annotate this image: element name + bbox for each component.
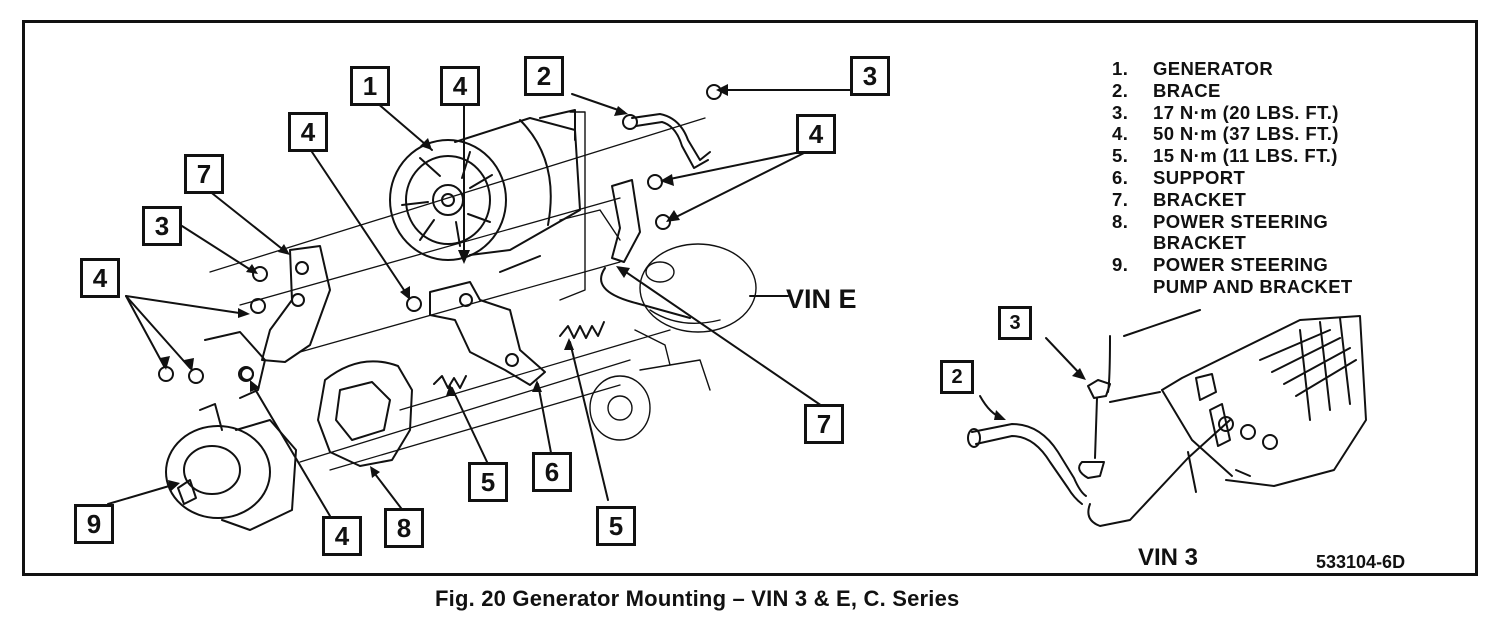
engine-outline-drawing [559,111,757,441]
legend-text: 17 N·m (20 LBS. FT.) [1153,101,1339,123]
legend-text: SUPPORT [1153,166,1246,188]
legend-text: BRACE [1153,79,1221,101]
legend-number: 9. [1112,254,1129,276]
callout-torque-17-left: 3 [142,206,182,246]
legend-number: 7. [1112,188,1129,210]
fasteners-drawing [158,84,722,389]
alignment-lines [209,117,706,471]
callout-torque-50-right: 4 [796,114,836,154]
figure-caption: Fig. 20 Generator Mounting – VIN 3 & E, … [435,586,960,611]
part-number: 533104-6D [1316,552,1406,572]
legend-row: 2. BRACE [1112,80,1353,102]
legend-row: 4. 50 N·m (37 LBS. FT.) [1112,123,1353,145]
parts-legend: 1. GENERATOR 2. BRACE 3. 17 N·m (20 LBS. FT.)… [1112,58,1353,298]
legend-row: PUMP AND BRACKET [1112,276,1353,298]
legend-number: 4. [1112,123,1129,145]
callout-generator: 1 [350,66,390,106]
legend-number: 5. [1112,145,1129,167]
legend-number [1112,276,1153,298]
legend-text: POWER STEERING [1153,210,1329,232]
bracket-left-drawing [261,245,331,363]
inset-arrowheads [994,368,1086,420]
legend-number [1112,232,1153,254]
support-bracket-drawing [429,281,546,386]
legend-text: PUMP AND BRACKET [1153,275,1353,297]
callout-torque-50-top: 4 [440,66,480,106]
legend-number: 8. [1112,210,1129,232]
power-steering-pump-drawing [165,403,297,531]
callout-torque-50-far-left: 4 [80,258,120,298]
legend-text: BRACKET [1153,188,1247,210]
legend-row: 7. BRACKET [1112,189,1353,211]
callout-power-steering-pump: 9 [74,504,114,544]
arrowheads [160,84,728,492]
brace-drawing [622,113,711,169]
callout-torque-15-b: 5 [596,506,636,546]
callout-bracket-right: 7 [804,404,844,444]
legend-row: 6. SUPPORT [1112,167,1353,189]
legend-text: BRACKET [1153,232,1247,254]
legend-text: GENERATOR [1153,58,1274,79]
legend-number: 3. [1112,101,1129,123]
generator-drawing [389,109,581,261]
legend-row: 5. 15 N·m (11 LBS. FT.) [1112,145,1353,167]
legend-number: 6. [1112,166,1129,188]
legend-row: BRACKET [1112,232,1353,254]
legend-text: 15 N·m (11 LBS. FT.) [1153,145,1338,167]
vin3-inset-drawing [967,309,1367,527]
legend-row: 3. 17 N·m (20 LBS. FT.) [1112,102,1353,124]
power-steering-bracket-drawing [204,331,413,467]
legend-row: 8. POWER STEERING [1112,211,1353,233]
legend-text: 50 N·m (37 LBS. FT.) [1153,123,1339,145]
callout-bracket-left: 7 [184,154,224,194]
callout-inset-torque-17: 3 [998,306,1032,340]
callout-power-steering-bracket: 8 [384,508,424,548]
callout-torque-17-top: 3 [850,56,890,96]
legend-row: 9. POWER STEERING [1112,254,1353,276]
bracket-right-drawing [600,179,691,319]
vin-e-label: VIN E [786,284,857,314]
legend-number: 1. [1112,58,1129,79]
callout-torque-50-bottom: 4 [322,516,362,556]
legend-number: 2. [1112,79,1129,101]
callout-brace: 2 [524,56,564,96]
leader-lines [107,89,857,517]
vin-3-label: VIN 3 [1138,544,1199,571]
callout-torque-15-a: 5 [468,462,508,502]
legend-row: 1. GENERATOR [1112,58,1353,80]
callout-support: 6 [532,452,572,492]
legend-text: POWER STEERING [1153,254,1329,276]
callout-torque-50-upper-left: 4 [288,112,328,152]
callout-inset-brace: 2 [940,360,974,394]
